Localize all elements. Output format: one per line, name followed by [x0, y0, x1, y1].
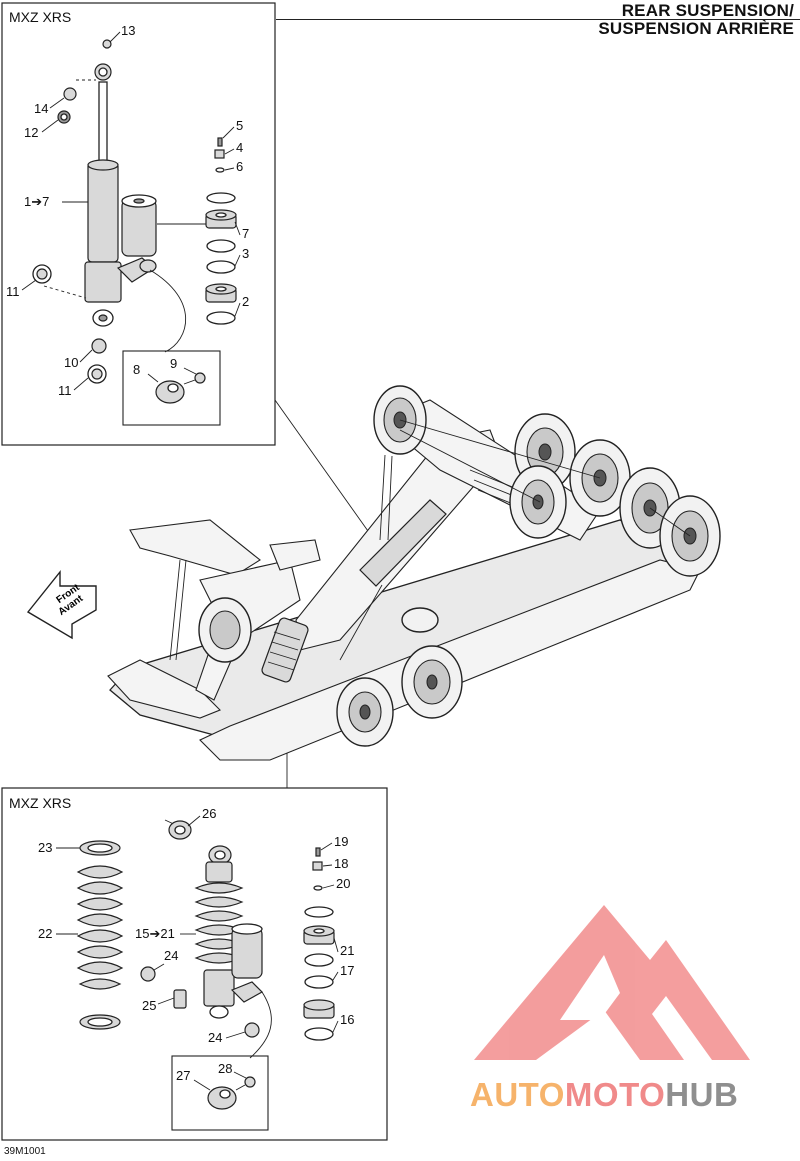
drawing-code: 39M1001	[4, 1146, 46, 1157]
callout-13: 13	[121, 23, 135, 38]
watermark-part-auto: AUTO	[470, 1076, 565, 1113]
front-direction-arrow-icon: Front Avant	[26, 570, 97, 640]
top-detail-panel: MXZ XRS	[1, 2, 276, 446]
callout-24-upper: 24	[164, 948, 178, 963]
callout-9: 9	[170, 356, 177, 371]
watermark-part-moto: MOTO	[564, 1076, 666, 1113]
callout-21: 21	[340, 943, 354, 958]
watermark-part-hub: HUB	[665, 1076, 739, 1113]
callout-6: 6	[236, 159, 243, 174]
title-underline	[276, 19, 800, 20]
callout-25: 25	[142, 998, 156, 1013]
callout-3: 3	[242, 246, 249, 261]
callout-17: 17	[340, 963, 354, 978]
callout-14: 14	[34, 101, 48, 116]
callout-22: 22	[38, 926, 52, 941]
callout-19: 19	[334, 834, 348, 849]
callout-2: 2	[242, 294, 249, 309]
callout-11-upper: 11	[6, 284, 20, 299]
top-panel-label: MXZ XRS	[9, 9, 71, 25]
callout-12: 12	[24, 125, 38, 140]
callout-26: 26	[202, 806, 216, 821]
callout-11-lower: 11	[58, 383, 72, 398]
callout-18: 18	[334, 856, 348, 871]
adjuster-knob-box-bottom	[171, 991, 272, 1131]
page-title: REAR SUSPENSION/ SUSPENSION ARRIÈRE	[598, 2, 794, 38]
leader-top-panel-to-shock	[274, 399, 386, 556]
parts-stack-top-left	[32, 39, 112, 384]
parts-stack-bottom-right	[303, 847, 335, 1041]
callout-10: 10	[64, 355, 78, 370]
coil-spring	[76, 840, 124, 1030]
watermark-text: AUTOMOTOHUB	[470, 1076, 738, 1114]
top-callouts: 13 14 12 1➔7 11 10 11 5 4 6 7 3 2	[6, 23, 249, 398]
bottom-detail-panel: MXZ XRS	[1, 787, 388, 1141]
callout-20: 20	[336, 876, 350, 891]
callout-24-lower: 24	[208, 1030, 222, 1045]
rear-shock-absorber-bottom	[140, 819, 263, 1038]
callout-5: 5	[236, 118, 243, 133]
callout-16: 16	[340, 1012, 354, 1027]
parts-stack-top-right	[157, 137, 237, 325]
callout-28: 28	[218, 1061, 232, 1076]
bottom-callouts: 26 23 22 15➔21 24 25 24 19 18 20 21 17 1…	[38, 806, 354, 1091]
callout-27: 27	[176, 1068, 190, 1083]
rear-shock-absorber-top	[84, 63, 157, 327]
callout-23: 23	[38, 840, 52, 855]
callout-15-to-21: 15➔21	[135, 926, 175, 941]
callout-1-to-7: 1➔7	[24, 194, 49, 209]
callout-7: 7	[242, 226, 249, 241]
title-french: SUSPENSION ARRIÈRE	[598, 19, 794, 38]
rear-suspension-assembly	[107, 385, 721, 761]
bottom-panel-label: MXZ XRS	[9, 795, 71, 811]
callout-4: 4	[236, 140, 243, 155]
watermark-logo-icon	[474, 905, 750, 1060]
callout-8: 8	[133, 362, 140, 377]
adjuster-knob-box-top	[122, 269, 221, 426]
title-english: REAR SUSPENSION/	[621, 1, 794, 20]
